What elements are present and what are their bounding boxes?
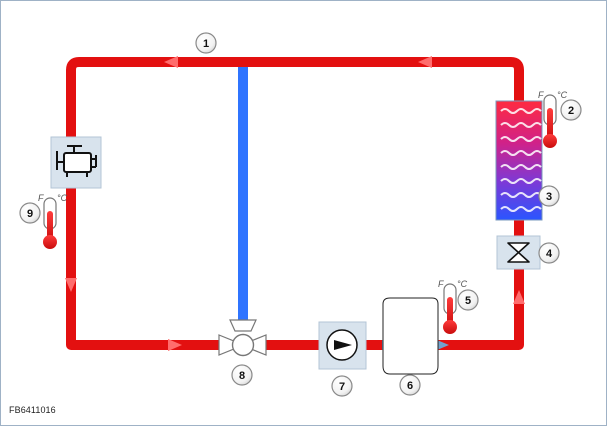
callout-badge: 3 — [538, 185, 560, 207]
flow-arrows — [65, 56, 525, 351]
celsius-label: °C — [557, 90, 568, 100]
thermometer-icon — [43, 94, 557, 334]
callout-label: 3 — [546, 191, 552, 203]
hot-coolant-line — [66, 57, 524, 350]
callout-label: 6 — [407, 380, 413, 392]
flow-arrow — [168, 339, 182, 351]
flow-arrow — [65, 278, 77, 292]
callout-label: 5 — [465, 295, 471, 307]
callout-badge: 6 — [399, 374, 421, 396]
callout-badge: 2 — [560, 99, 582, 121]
callout-label: 9 — [27, 208, 33, 220]
thermostat-valve-icon — [218, 319, 267, 357]
fahrenheit-label: F — [538, 90, 544, 100]
flow-arrow — [437, 340, 449, 350]
thermometer-icon — [443, 283, 457, 334]
callout-badge: 7 — [331, 375, 353, 397]
thermometer-icon — [543, 94, 557, 148]
fahrenheit-label: F — [438, 279, 444, 289]
callout-label: 2 — [568, 105, 574, 117]
flow-arrow — [418, 56, 432, 68]
water-pump-icon — [318, 321, 367, 370]
celsius-label: °C — [457, 279, 468, 289]
thermometer-icon — [43, 197, 57, 249]
fahrenheit-label: F — [38, 193, 44, 203]
engine-icon — [50, 136, 102, 189]
heater-core-icon — [382, 297, 439, 375]
celsius-label: °C — [57, 193, 68, 203]
flow-arrow — [513, 290, 525, 304]
callout-label: 8 — [239, 370, 245, 382]
radiator — [495, 100, 543, 221]
callout-badge: 5 — [457, 289, 479, 311]
bypass-cold-line — [238, 67, 248, 323]
callout-badge: 4 — [538, 242, 560, 264]
flow-restrictor-icon — [496, 235, 541, 270]
callout-badges: 1 2 3 4 5 6 7 — [19, 32, 582, 397]
figure-id: FB6411016 — [9, 405, 56, 415]
callout-label: 1 — [203, 38, 209, 50]
callout-badge: 9 — [19, 202, 41, 224]
callout-label: 4 — [546, 248, 553, 260]
callout-badge: 1 — [195, 32, 217, 54]
flow-arrow — [164, 56, 178, 68]
callout-badge: 8 — [231, 364, 253, 386]
callout-label: 7 — [339, 381, 345, 393]
coolant-circuit — [66, 57, 524, 350]
temperature-units: F °C F °C F °C — [38, 90, 568, 289]
